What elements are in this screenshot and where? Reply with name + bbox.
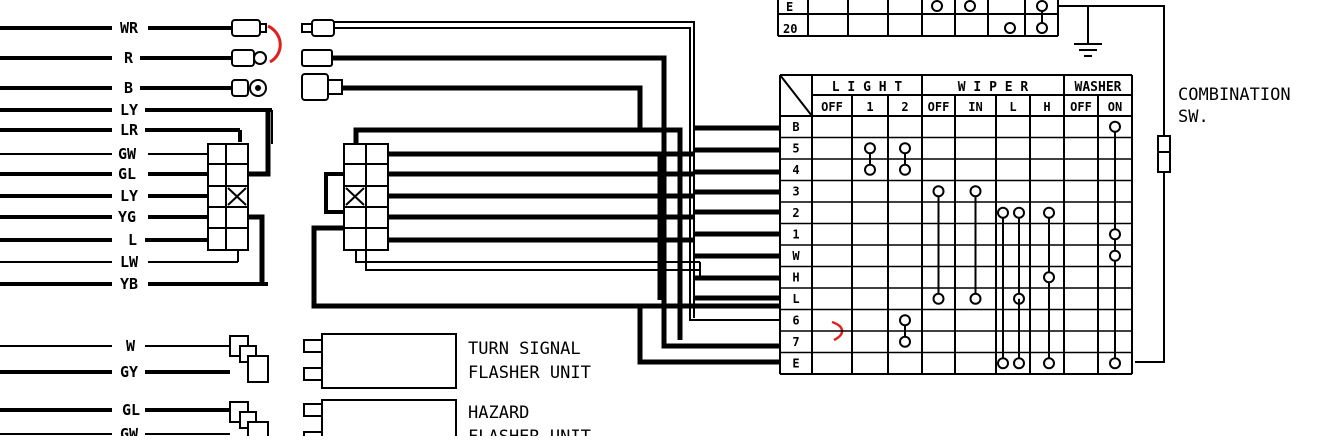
column-header: IN: [968, 100, 982, 114]
wire-label: GW: [118, 145, 137, 163]
ground-symbol: [1058, 5, 1102, 57]
contact-point: [1109, 120, 1121, 133]
bottom-left-connectors: [229, 335, 269, 440]
combination-sw-label-1: COMBINATION: [1178, 85, 1291, 105]
contact-point: [864, 142, 876, 155]
left-wire-labels: WR R B LY LR GW GL LY YG L LW YB W GY GL…: [118, 19, 140, 440]
contact-point: [997, 206, 1009, 219]
wire-label: YB: [120, 275, 138, 293]
row-label: 7: [792, 335, 799, 349]
wire-label: W: [126, 337, 136, 355]
column-header: L: [1009, 100, 1016, 114]
column-header: H: [1043, 100, 1050, 114]
contact-point: [1013, 206, 1025, 219]
red-annotation-bracket: [267, 24, 282, 64]
contact-point: [1109, 249, 1121, 262]
contact-point: [997, 357, 1009, 370]
top-row-20-label: 20: [783, 22, 797, 36]
wire-label: WR: [120, 19, 139, 37]
turn-signal-label-2: FLASHER UNIT: [468, 363, 591, 383]
contact-point: [1043, 206, 1055, 219]
wire-label: LR: [120, 121, 139, 139]
contact-point: [1109, 228, 1121, 241]
contact-point: [969, 292, 982, 305]
contact-point: [1043, 357, 1055, 370]
contact-point: [899, 314, 911, 327]
top-partial-table: [777, 0, 1059, 37]
row-label: 2: [792, 206, 799, 220]
main-harness-runs: [332, 21, 780, 365]
wire-label: LW: [120, 253, 139, 271]
turn-signal-label-1: TURN SIGNAL: [468, 339, 581, 359]
contact-point: [864, 163, 876, 176]
left-connector-links: [237, 110, 273, 284]
group-header-washer: WASHER: [1075, 80, 1122, 95]
contact-point: [899, 335, 911, 348]
wire-label: B: [124, 79, 133, 97]
combination-sw-label-2: SW.: [1178, 107, 1209, 127]
middle-plug-connectors: [301, 19, 343, 101]
wire-label: GW: [120, 425, 139, 436]
row-label: 4: [792, 163, 799, 177]
row-label: 5: [792, 142, 799, 156]
row-label: W: [792, 249, 800, 263]
group-header-light: L I G H T: [832, 80, 903, 95]
wire-label: YG: [118, 208, 136, 226]
turn-signal-flasher-unit: [303, 333, 457, 389]
wire-label: R: [124, 49, 134, 67]
row-label: E: [792, 357, 799, 371]
contact-point: [932, 185, 945, 198]
contact-point: [932, 292, 945, 305]
wire-label: GL: [118, 165, 136, 183]
left-multipin-connector: [207, 143, 249, 251]
left-plug-connectors: [231, 19, 267, 97]
left-wire-stubs: [140, 26, 272, 435]
wire-label: GL: [122, 401, 140, 419]
row-label: L: [792, 292, 799, 306]
row-label: 6: [792, 314, 799, 328]
contact-point: [899, 142, 911, 155]
top-row-e-label: E: [786, 0, 793, 14]
hazard-flasher-unit: [303, 399, 457, 440]
column-header: OFF: [1070, 100, 1092, 114]
column-header: OFF: [821, 100, 843, 114]
middle-connector-links: [311, 127, 780, 309]
column-header: 2: [901, 100, 908, 114]
row-label: 3: [792, 185, 799, 199]
row-label: B: [792, 120, 799, 134]
table-grid-line: [779, 74, 813, 117]
wire-label: GY: [120, 363, 138, 381]
row-label: 1: [792, 228, 799, 242]
combination-switch-body: [1058, 5, 1171, 363]
contact-point: [969, 185, 982, 198]
contact-point: [1109, 357, 1121, 370]
column-header: OFF: [928, 100, 950, 114]
middle-multipin-connector: [343, 143, 389, 251]
group-header-wiper: W I P E R: [958, 80, 1029, 95]
contact-point: [1043, 271, 1055, 284]
left-wire-bundle: [0, 26, 112, 435]
contact-point: [899, 163, 911, 176]
hazard-label-1: HAZARD: [468, 403, 529, 423]
column-header: 1: [866, 100, 873, 114]
column-header: ON: [1108, 100, 1122, 114]
wire-label: LY: [120, 101, 138, 119]
contact-point: [1013, 357, 1025, 370]
hazard-label-2: FLASHER UNIT: [468, 427, 591, 436]
row-label: H: [792, 271, 799, 285]
wire-label: LY: [120, 187, 138, 205]
wire-label: L: [128, 231, 137, 249]
